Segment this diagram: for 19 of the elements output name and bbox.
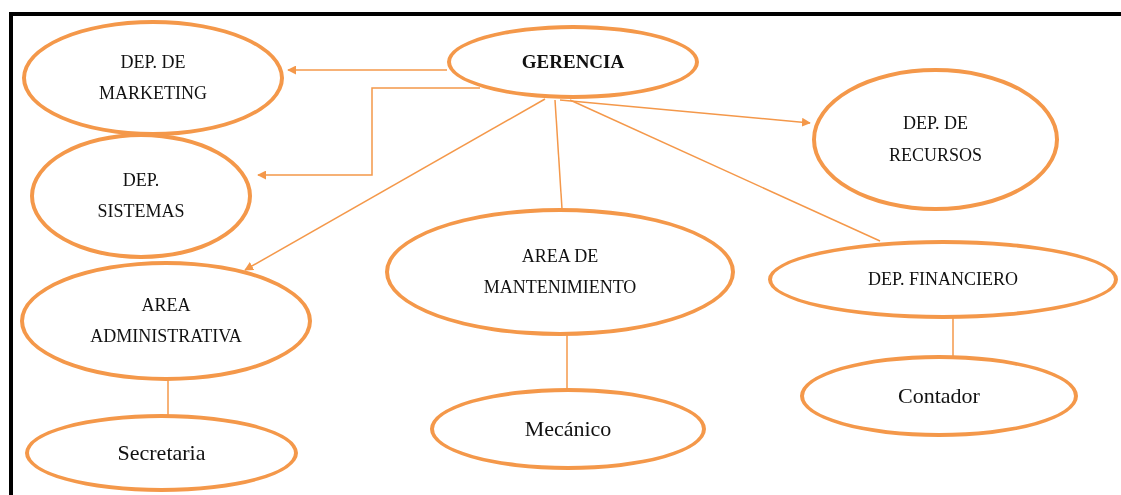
node-label: AREA DE MANTENIMIENTO [482,244,638,299]
connector-line [167,379,169,416]
connector-line [952,317,954,357]
arrow [559,99,811,127]
node-label: DEP. FINANCIERO [868,267,1018,291]
connector-line [554,99,563,210]
connector-line [569,99,881,242]
node-label: AREA ADMINISTRATIVA [89,293,243,348]
arrow [244,98,546,271]
node-label: Mecánico [524,414,612,443]
node-label: DEP. SISTEMAS [96,168,186,223]
arrow [257,87,481,180]
node-label: Secretaria [117,438,206,467]
node-label: Contador [898,381,980,410]
connector-line [566,334,568,390]
node-label: DEP. DE RECURSOS [887,112,983,167]
node-label: DEP. DE MARKETING [98,50,208,105]
arrow [287,65,448,75]
node-label: GERENCIA [521,50,625,75]
